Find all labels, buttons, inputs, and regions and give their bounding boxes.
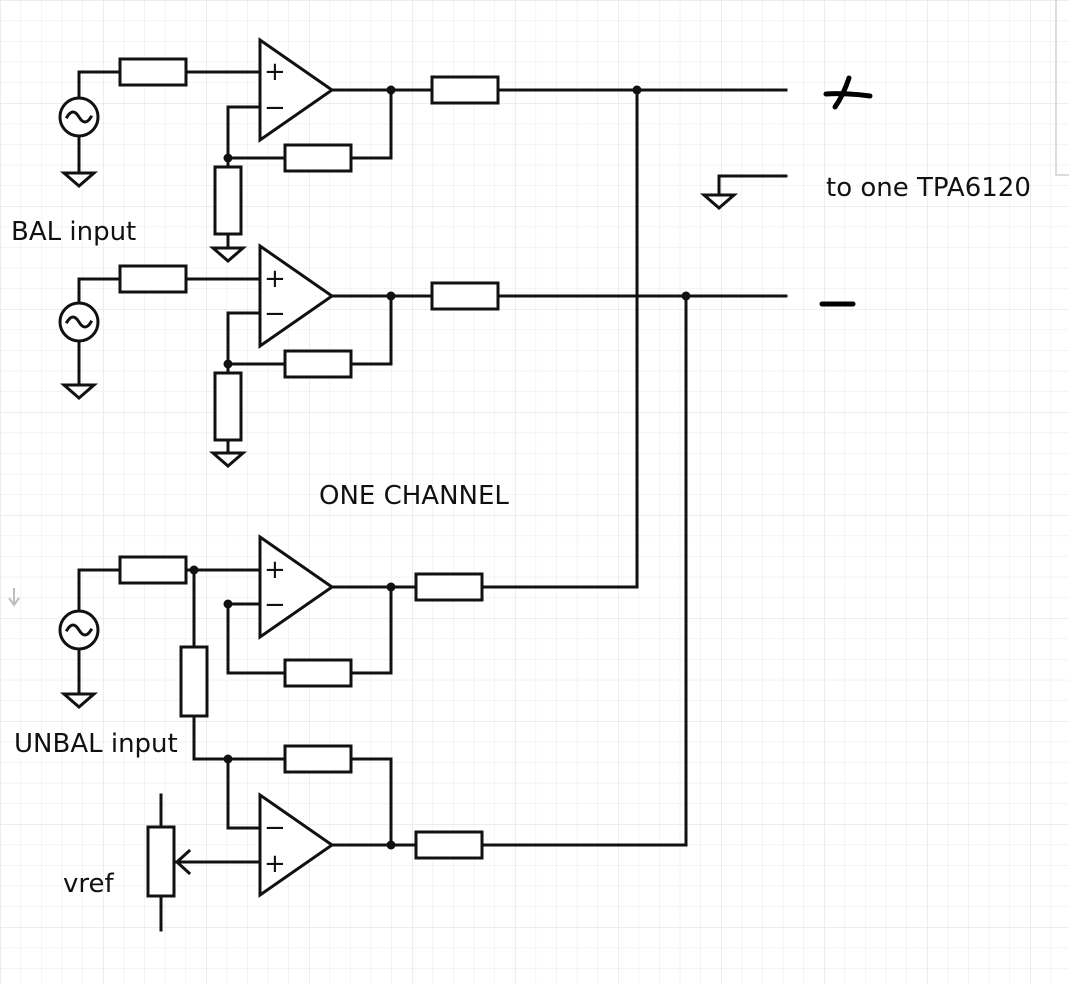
svg-text:−: −: [264, 813, 286, 843]
vref-potentiometer: [146, 793, 262, 932]
ground-symbol: [208, 451, 248, 468]
resistor: [179, 645, 209, 718]
unbal-negative-stage: − +: [146, 744, 688, 932]
output-ground: [699, 174, 788, 210]
to-tpa-label: to one TPA6120: [826, 173, 1031, 203]
resistor: [414, 830, 484, 860]
ground-symbol: [59, 171, 99, 188]
unbal-input-label: UNBAL input: [14, 729, 178, 759]
resistor: [118, 555, 188, 585]
resistor: [430, 281, 500, 311]
arrow-down-icon: [8, 588, 20, 607]
opamp-2: + −: [258, 243, 335, 349]
resistor: [118, 57, 188, 87]
svg-text:+: +: [264, 849, 286, 879]
svg-text:−: −: [264, 299, 286, 329]
resistor: [283, 744, 353, 774]
ground-symbol: [699, 193, 739, 210]
resistor: [283, 658, 353, 688]
svg-text:−: −: [264, 590, 286, 620]
ground-symbol: [208, 246, 248, 263]
ac-source-unbal: [58, 568, 122, 709]
vref-label: vref: [63, 869, 115, 899]
ac-source-bal-1: [58, 70, 122, 188]
resistor: [213, 371, 243, 442]
svg-text:+: +: [264, 555, 286, 585]
svg-text:+: +: [264, 264, 286, 294]
resistor: [430, 75, 500, 105]
resistor: [283, 143, 353, 173]
bal-negative-stage: + −: [58, 243, 788, 468]
unbal-positive-stage: + −: [58, 534, 639, 761]
handwritten-plus: [823, 75, 873, 110]
resistor: [414, 572, 484, 602]
resistor: [118, 264, 188, 294]
svg-text:+: +: [264, 57, 286, 87]
ground-symbol: [59, 692, 99, 709]
ground-symbol: [59, 383, 99, 400]
resistor: [213, 165, 243, 236]
resistor: [283, 349, 353, 379]
bal-input-label: BAL input: [11, 217, 136, 247]
panel-edge: [1055, 0, 1069, 176]
one-channel-label: ONE CHANNEL: [319, 481, 509, 511]
opamp-4: − +: [258, 792, 335, 898]
opamp-1: + −: [258, 37, 335, 143]
opamp-3: + −: [258, 534, 335, 640]
ac-source-bal-2: [58, 277, 122, 400]
svg-text:−: −: [264, 93, 286, 123]
bal-positive-stage: + −: [58, 37, 788, 263]
